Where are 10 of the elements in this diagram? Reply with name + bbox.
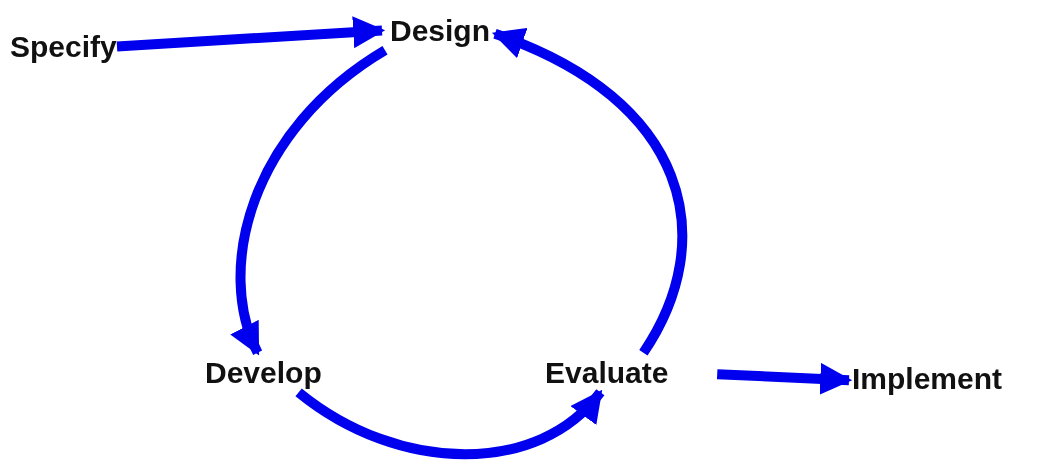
stage-label: Develop bbox=[205, 356, 322, 389]
stage-label: Implement bbox=[852, 362, 1003, 395]
stage-label: Evaluate bbox=[545, 356, 669, 389]
arrow bbox=[492, 29, 688, 356]
arrow bbox=[716, 362, 853, 395]
arrow bbox=[295, 388, 605, 460]
arrow bbox=[116, 16, 386, 52]
arrow bbox=[231, 46, 388, 356]
stage-label: Specify bbox=[10, 30, 117, 63]
stage-label: Design bbox=[390, 14, 491, 47]
